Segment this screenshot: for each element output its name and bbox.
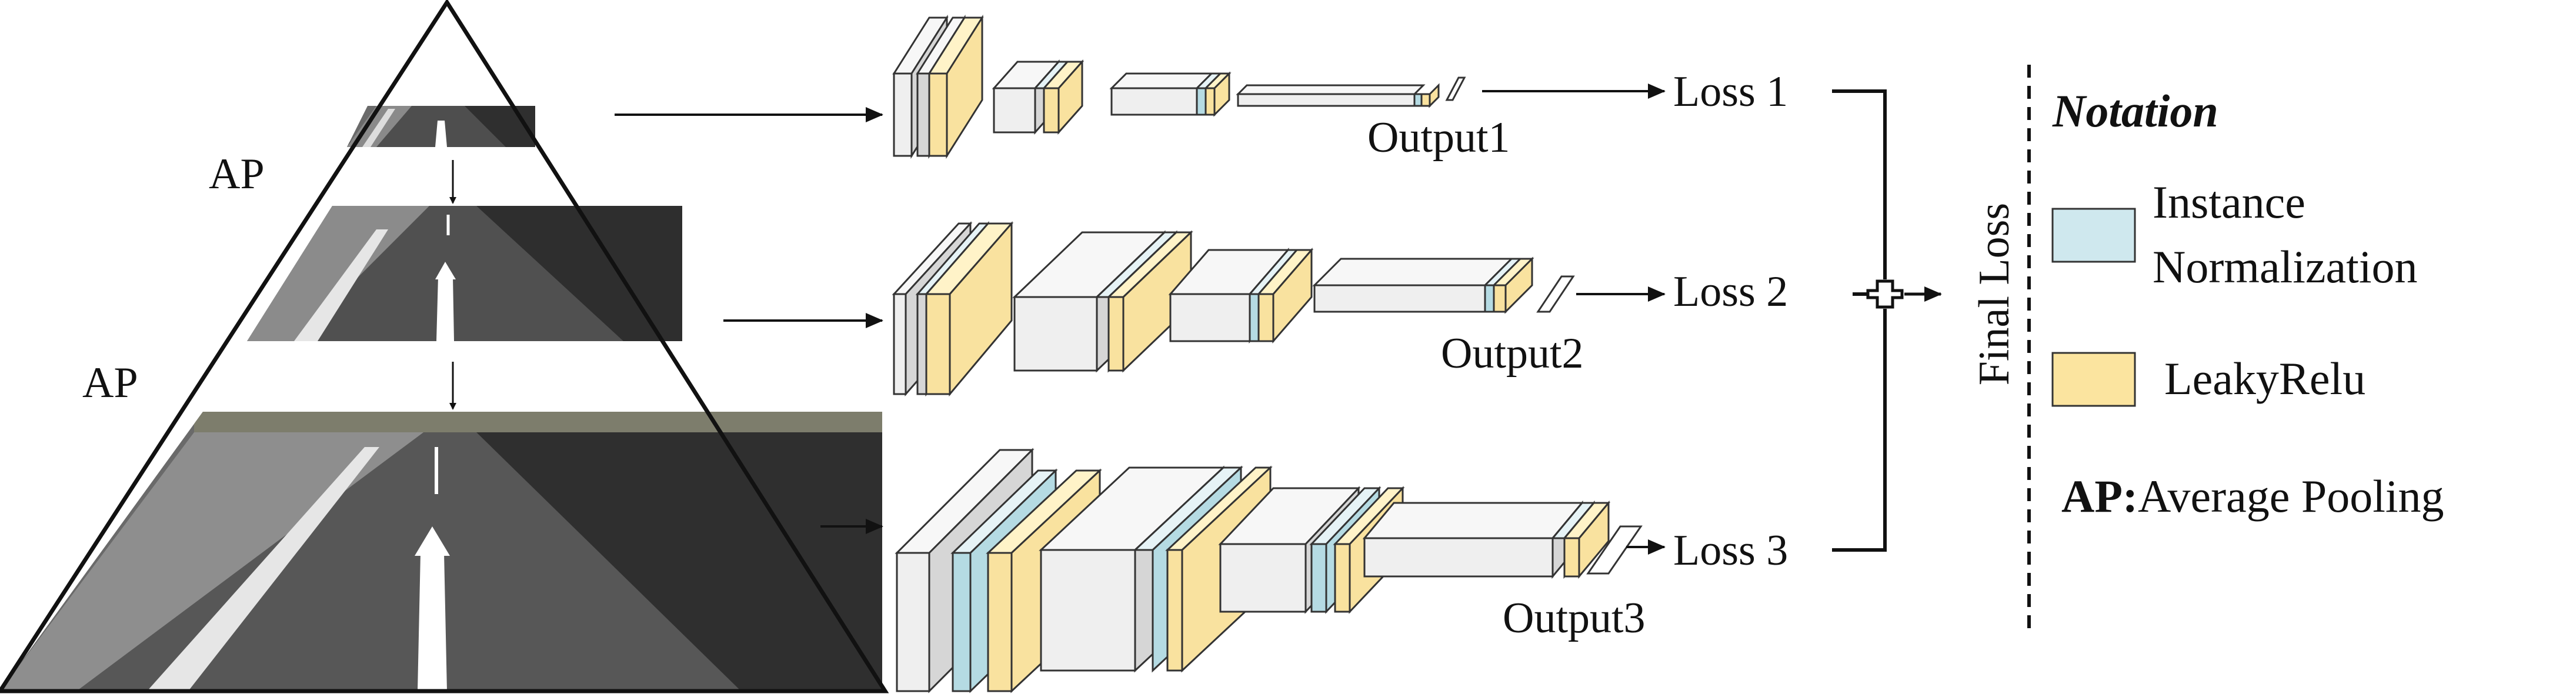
network-2: Output2 Loss 2 <box>892 221 1788 397</box>
loss-combination: Final Loss <box>1832 89 2018 552</box>
ap-label-1: AP <box>209 150 265 198</box>
loss-3-label: Loss 3 <box>1673 526 1788 575</box>
network-1: Output1 Loss 1 <box>892 14 1788 162</box>
instance-norm-label-1: Instance <box>2153 176 2305 228</box>
pyramid-outline <box>0 0 889 693</box>
leaky-relu-swatch <box>2051 352 2136 407</box>
network-3: Output3 Loss 3 <box>895 448 1788 693</box>
road-image-large <box>0 412 882 691</box>
output-3-label: Output3 <box>1503 594 1646 642</box>
output-2-map <box>1536 275 1575 313</box>
sum-icon <box>1866 279 1904 309</box>
instance-norm-label-2: Normalization <box>2153 241 2418 292</box>
loss-3-connector <box>1832 309 1887 552</box>
leaky-relu-label: LeakyRelu <box>2164 353 2365 404</box>
ap-label-2: AP <box>82 359 138 407</box>
loss-2-label: Loss 2 <box>1673 268 1788 316</box>
svg-text:AP:Average Pooling: AP:Average Pooling <box>2061 471 2444 522</box>
road-image-small <box>347 106 535 147</box>
loss-1-label: Loss 1 <box>1673 68 1788 116</box>
ap-text: Average Pooling <box>2138 471 2444 522</box>
loss-1-connector <box>1832 89 1887 279</box>
instance-norm-swatch <box>2051 208 2136 263</box>
ap-key: AP: <box>2061 471 2138 522</box>
output-1-label: Output1 <box>1367 114 1510 162</box>
legend-title: Notation <box>2052 85 2218 136</box>
final-loss-label: Final Loss <box>1970 203 2018 385</box>
output-3-map <box>1586 525 1643 575</box>
road-image-medium <box>247 206 682 341</box>
image-pyramid: AP AP <box>0 0 889 693</box>
output-2-label: Output2 <box>1441 329 1584 378</box>
output-1-map <box>1445 76 1466 101</box>
legend: Notation Instance Normalization LeakyRel… <box>2027 65 2444 635</box>
